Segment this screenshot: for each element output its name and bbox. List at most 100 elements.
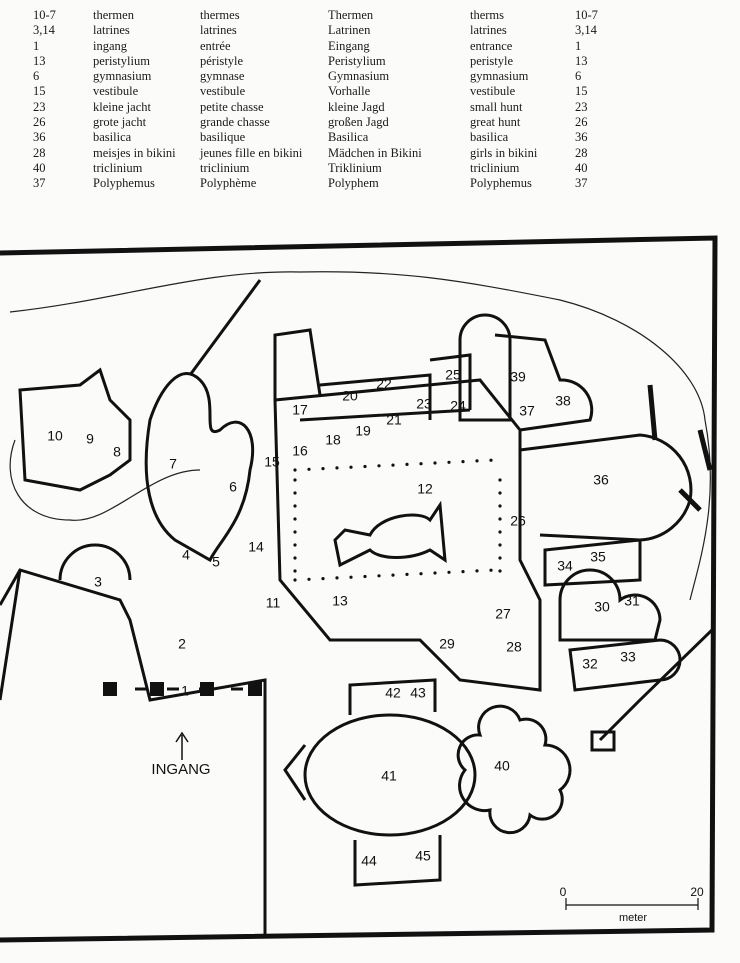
legend-entry: grande chasse xyxy=(200,115,270,130)
room-label-16: 16 xyxy=(292,443,308,459)
legend-entry: latrines xyxy=(200,23,237,38)
legend-entry: 10-7 xyxy=(575,8,598,22)
legend-entry: entrée xyxy=(200,38,231,53)
room-label-3: 3 xyxy=(94,574,102,590)
legend-entry: thermen xyxy=(93,8,134,22)
legend-entry: kleine jacht xyxy=(93,99,151,114)
legend-entry: triclinium xyxy=(93,160,143,175)
column-dot xyxy=(433,571,437,575)
legend-entry: 36 xyxy=(33,130,46,145)
column-dot xyxy=(433,461,437,465)
column-dot xyxy=(498,504,502,508)
entrance-pillars xyxy=(103,682,262,696)
column-dot xyxy=(498,491,502,495)
legend-entry: petite chasse xyxy=(200,99,264,114)
small-building xyxy=(590,730,616,752)
room-label-10: 10 xyxy=(47,428,63,444)
column-dot xyxy=(321,467,325,471)
legend-entry: Vorhalle xyxy=(328,84,371,99)
basilica-walls xyxy=(647,384,713,512)
room-label-39: 39 xyxy=(510,369,526,385)
room-label-31: 31 xyxy=(624,593,640,609)
column-dot xyxy=(293,530,297,534)
room-label-35: 35 xyxy=(590,549,606,565)
legend-entry: basilica xyxy=(470,130,509,145)
plan-frame xyxy=(0,235,718,943)
room-label-23: 23 xyxy=(416,396,432,412)
legend-entry: 23 xyxy=(33,99,46,114)
legend-entry: 36 xyxy=(575,130,588,145)
column-dot xyxy=(419,572,423,576)
room-label-28: 28 xyxy=(506,639,522,655)
legend-entry: 37 xyxy=(33,176,46,191)
legend-entry: großen Jagd xyxy=(328,115,389,130)
legend-entry: basilique xyxy=(200,130,246,145)
legend-entry: Gymnasium xyxy=(328,69,390,84)
column-dot xyxy=(307,577,311,581)
hall-41-annex xyxy=(283,678,442,887)
column-dot xyxy=(377,574,381,578)
room-label-36: 36 xyxy=(593,472,609,488)
column-dot xyxy=(498,517,502,521)
legend-entry: Polyphemus xyxy=(470,176,532,191)
room-label-29: 29 xyxy=(439,636,455,652)
legend-entry: 1 xyxy=(33,38,40,53)
legend-entry: meisjes in bikini xyxy=(93,145,176,160)
room-label-37: 37 xyxy=(519,403,535,419)
room-label-14: 14 xyxy=(248,539,264,555)
legend-entry: grote jacht xyxy=(93,115,147,130)
room-label-42: 42 xyxy=(385,685,401,701)
legend-entry: Basilica xyxy=(328,130,369,145)
room-label-13: 13 xyxy=(332,593,348,609)
room-label-26: 26 xyxy=(510,513,526,529)
entrance-arrow-icon xyxy=(175,731,189,760)
legend-entry: peristyle xyxy=(470,53,514,68)
legend-entry: 26 xyxy=(575,115,588,130)
column-dot xyxy=(335,466,339,470)
room-label-18: 18 xyxy=(325,432,341,448)
room-label-41: 41 xyxy=(381,768,397,784)
entrance-building xyxy=(0,568,267,935)
baths-block xyxy=(18,367,132,492)
column-dot xyxy=(489,458,493,462)
legend-entry: gymnasium xyxy=(470,69,529,84)
column-dot xyxy=(419,462,423,466)
scale-start: 0 xyxy=(560,885,567,899)
legend-entry: thermes xyxy=(200,8,240,22)
legend-entry: 1 xyxy=(575,38,582,53)
room-label-40: 40 xyxy=(494,758,510,774)
column-dot xyxy=(377,464,381,468)
legend-entry: gymnase xyxy=(200,69,245,84)
room-label-2: 2 xyxy=(178,636,186,652)
scale-end: 20 xyxy=(690,885,704,899)
legend-entry: péristyle xyxy=(200,53,244,68)
room-label-43: 43 xyxy=(410,685,426,701)
column-dot xyxy=(489,568,493,572)
legend-entry: 13 xyxy=(575,53,588,68)
column-dot xyxy=(475,569,479,573)
legend-entry: 3,14 xyxy=(575,23,597,38)
room-label-17: 17 xyxy=(292,402,308,418)
legend-entry: 37 xyxy=(575,176,588,191)
legend-entry: Latrinen xyxy=(328,23,371,38)
column-dot xyxy=(293,478,297,482)
legend-entry: 28 xyxy=(33,145,46,160)
legend-entry: Peristylium xyxy=(328,53,386,68)
legend-entry: therms xyxy=(470,8,505,22)
column-dot xyxy=(293,556,297,560)
north-rooms xyxy=(273,328,472,422)
latrine-apse xyxy=(58,543,132,581)
room-label-27: 27 xyxy=(495,606,511,622)
column-dot xyxy=(293,468,297,472)
column-dot xyxy=(461,460,465,464)
scale-unit: meter xyxy=(619,912,647,924)
room-label-12: 12 xyxy=(417,481,433,497)
room-label-8: 8 xyxy=(113,444,121,460)
legend-entry: 40 xyxy=(575,160,588,175)
column-dot xyxy=(405,462,409,466)
